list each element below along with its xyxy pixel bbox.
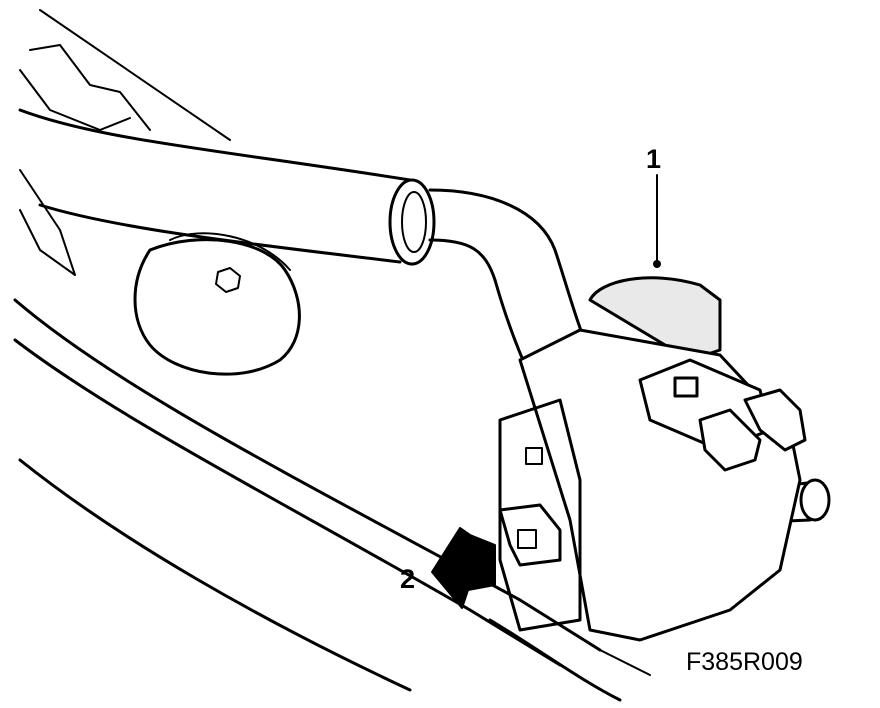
arrow-left-icon	[431, 527, 496, 609]
connector-terminal-left	[698, 408, 762, 472]
cable-end-cap	[799, 478, 831, 522]
panel-edge-top	[39, 9, 231, 141]
panel-bracket	[19, 169, 76, 276]
panel-ridge-3	[18, 458, 412, 692]
bracket-slot-upper	[525, 447, 543, 465]
cable-bottom-edge	[38, 203, 402, 264]
mounting-bracket	[498, 398, 582, 632]
mounting-boss	[133, 232, 301, 376]
bracket-slot-lower	[517, 529, 537, 549]
panel-ridge-2	[13, 338, 562, 667]
leader-1-dot	[653, 260, 661, 268]
connector-unit	[498, 276, 807, 642]
panel-ridge-5	[599, 649, 651, 676]
panel-ridge-4	[488, 618, 622, 702]
connector-latch	[673, 376, 699, 398]
cable-sleeve-inner	[401, 191, 427, 253]
boss-outer	[133, 238, 301, 376]
bracket-clip	[498, 503, 562, 567]
direction-arrow	[431, 527, 496, 609]
leader-line-1	[653, 174, 661, 268]
hex-bolt-icon	[215, 267, 241, 293]
boss-rim	[169, 232, 291, 271]
connector-terminal-right	[743, 388, 807, 452]
callout-1: 1	[646, 144, 661, 174]
figure-code: F385R009	[686, 648, 803, 676]
panel-notch-upper	[29, 44, 151, 131]
connector-housing-top	[588, 276, 722, 362]
cable-top-edge	[18, 108, 412, 182]
callout-2: 2	[400, 564, 415, 594]
panel-notch-lower	[19, 69, 131, 131]
